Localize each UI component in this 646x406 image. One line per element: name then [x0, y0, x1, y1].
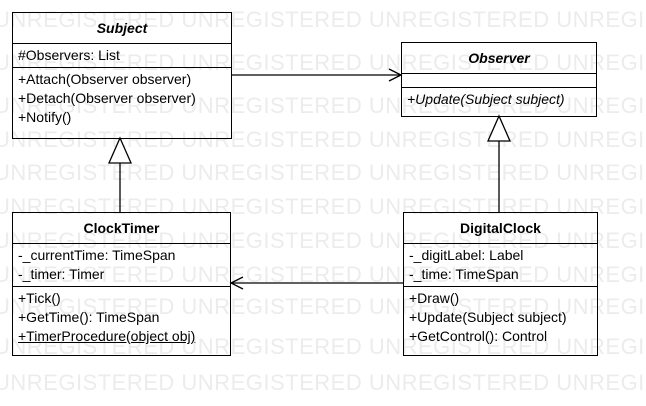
class-digitalclock-operations: +Draw() +Update(Subject subject) +GetCon…	[404, 286, 597, 348]
association-digitalclock-to-clocktimer[interactable]	[229, 276, 403, 290]
class-subject[interactable]: Subject #Observers: List +Attach(Observe…	[12, 12, 232, 139]
operation: +TimerProcedure(object obj)	[18, 328, 196, 344]
operation: +Update(Subject subject)	[409, 309, 567, 325]
class-clocktimer[interactable]: ClockTimer -_currentTime: TimeSpan -_tim…	[12, 212, 231, 356]
class-subject-name: Subject	[96, 20, 148, 36]
operation: +Tick()	[18, 290, 61, 306]
generalization-digitalclock-to-observer[interactable]	[487, 114, 511, 212]
class-digitalclock-attributes: -_digitLabel: Label -_time: TimeSpan	[404, 243, 597, 286]
operation: +GetControl(): Control	[409, 328, 548, 344]
attribute: #Observers: List	[18, 47, 120, 63]
attribute: -_time: TimeSpan	[409, 266, 519, 282]
operation: +Draw()	[409, 290, 460, 306]
class-clocktimer-operations: +Tick() +GetTime(): TimeSpan +TimerProce…	[13, 286, 230, 348]
operation: +Detach(Observer observer)	[18, 90, 196, 106]
class-subject-operations: +Attach(Observer observer) +Detach(Obser…	[13, 67, 231, 129]
class-clocktimer-attributes: -_currentTime: TimeSpan -_timer: Timer	[13, 243, 230, 286]
class-clocktimer-name: ClockTimer	[83, 220, 160, 236]
class-digitalclock-name: DigitalClock	[460, 220, 541, 236]
association-subject-to-observer[interactable]	[231, 68, 403, 82]
class-observer-name: Observer	[468, 50, 530, 66]
operation: +Update(Subject subject)	[407, 91, 565, 107]
class-digitalclock[interactable]: DigitalClock -_digitLabel: Label -_time:…	[403, 212, 598, 356]
attribute: -_currentTime: TimeSpan	[18, 247, 176, 263]
attribute: -_timer: Timer	[18, 266, 105, 282]
generalization-clocktimer-to-subject[interactable]	[108, 136, 132, 212]
class-observer-operations: +Update(Subject subject)	[402, 87, 596, 111]
operation: +GetTime(): TimeSpan	[18, 309, 160, 325]
operation: +Notify()	[18, 109, 72, 125]
attribute: -_digitLabel: Label	[409, 247, 524, 263]
class-observer-attributes	[402, 73, 596, 87]
class-observer[interactable]: Observer +Update(Subject subject)	[401, 42, 597, 117]
class-subject-attributes: #Observers: List	[13, 43, 231, 67]
operation: +Attach(Observer observer)	[18, 71, 192, 87]
